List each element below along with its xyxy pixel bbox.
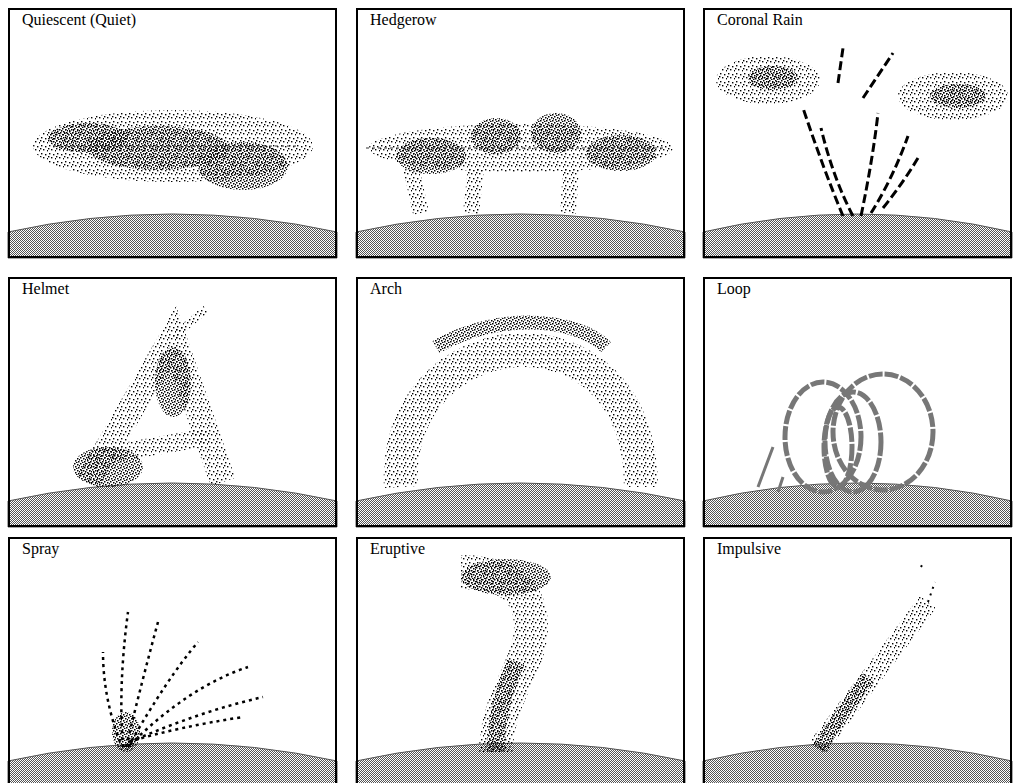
eruptive-prominence (356, 559, 685, 783)
prominence-panel: Impulsive (703, 537, 1012, 783)
prominence-panel: Coronal Rain (703, 8, 1012, 258)
hedgerow-prominence (356, 113, 685, 258)
panel-label: Quiescent (Quiet) (19, 11, 139, 29)
prominence-panel: Arch (356, 277, 685, 527)
panel-label: Arch (367, 280, 405, 298)
panel-label: Helmet (19, 280, 72, 298)
quiescent-prominence (8, 110, 337, 258)
prominence-panel: Helmet (8, 277, 337, 527)
prominence-panel: Loop (703, 277, 1012, 527)
arch-prominence (356, 323, 685, 527)
coronal-rain-prominence (703, 48, 1012, 258)
prominence-panel: Spray (8, 537, 337, 783)
panel-label: Hedgerow (367, 11, 440, 29)
helmet-prominence (8, 309, 337, 527)
panel-label: Eruptive (367, 540, 428, 558)
panel-label: Impulsive (714, 540, 784, 558)
panel-label: Loop (714, 280, 754, 298)
prominence-panel: Hedgerow (356, 8, 685, 258)
prominence-panel: Quiescent (Quiet) (8, 8, 337, 258)
prominence-panel: Eruptive (356, 537, 685, 783)
panel-label: Coronal Rain (714, 11, 806, 29)
loop-prominence (703, 374, 1012, 527)
impulsive-prominence (703, 565, 1012, 783)
spray-prominence (8, 612, 337, 783)
panel-label: Spray (19, 540, 62, 558)
